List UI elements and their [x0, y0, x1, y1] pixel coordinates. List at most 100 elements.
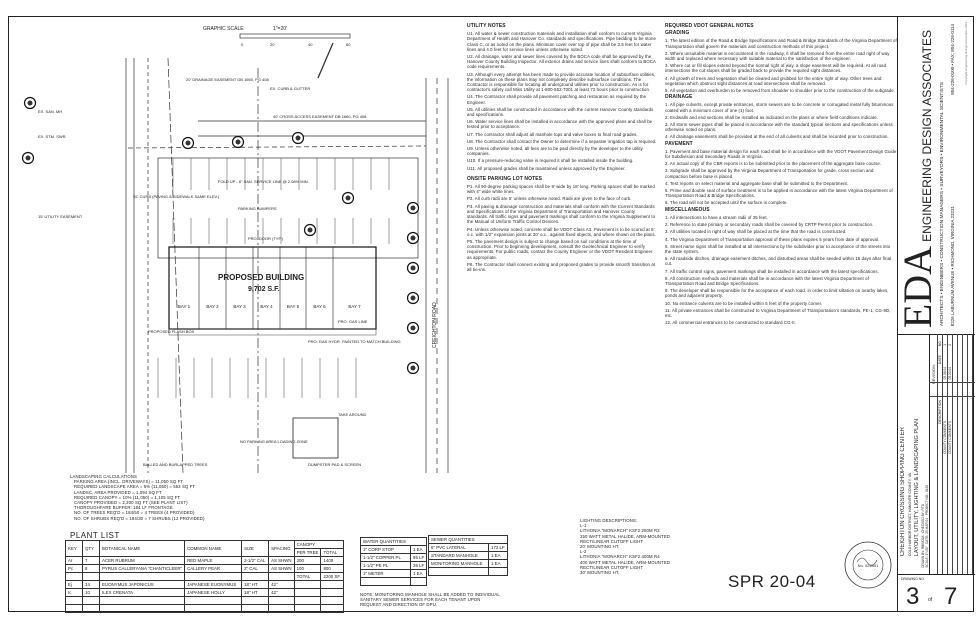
landscape-calculations: LANDSCAPING CALCULATIONS PARKING AREA (I… — [70, 474, 270, 521]
scale-bar — [239, 33, 351, 39]
plant-cell: CALLERY PEAR — [184, 564, 243, 573]
plant-cell: Pc — [65, 564, 83, 573]
drawing-number-box: DRAWING NO. 3 of 7 — [898, 574, 975, 613]
revision-cell: 1 — [943, 344, 947, 346]
vdot-note: 8. All construction methods and material… — [665, 275, 869, 286]
plan-callout: PARKING BUMPERS — [238, 206, 277, 211]
vdot-notes-title: REQUIRED VDOT GENERAL NOTES — [665, 23, 754, 29]
plan-callout: FOLD UP - 6" SAN. SERVICE LINE @ 2.08% M… — [218, 179, 309, 184]
firm-services: ARCHITECTS • ENGINEERS • CONSTRUCTION MA… — [940, 81, 945, 326]
quantity-cell: 1-1/2" PE PL — [360, 561, 411, 570]
firm-name: ENGINEERING DESIGN ASSOCIATES — [920, 30, 934, 242]
quantity-cell: 1" CORP STOP — [360, 545, 411, 554]
quantities-title: WATER QUANTITIES — [359, 537, 428, 546]
vdot-note: 12. All commercial entrances to be const… — [665, 320, 796, 326]
plan-callout: PRO. DOOR (TYP.) — [248, 236, 284, 241]
revision-row-line — [952, 334, 953, 574]
landscape-calc-line: LANDSC. AREA PROVIDED = 1,094 SQ FT — [74, 489, 162, 495]
plant-cell: 7 — [82, 556, 100, 565]
plan-callout: PRO. GAS HYDR. PAINTED TO MATCH BUILDING — [308, 339, 401, 344]
project-location: COLD HARBOR DISTRICT, HANOVER COUNTY, VA… — [908, 471, 912, 556]
plant-cell: Ic — [65, 588, 83, 597]
plan-callout: 40' CROSS ACCESS EASEMENT DB 1660, PG 40… — [273, 114, 367, 119]
bay-label: BAY 6 — [313, 304, 326, 309]
quantity-cell: MONITORING MANHOLE — [428, 559, 489, 568]
vdot-note: 4. All growth of trees and vegetation sh… — [665, 75, 882, 86]
vdot-note: 3. Where cut or fill slopes extend beyon… — [665, 63, 887, 74]
firm-block: EDA ENGINEERING DESIGN ASSOCIATES ARCHIT… — [898, 16, 975, 335]
plan-callout: 20' DRAINAGE EASEMENT DB 1660, PG 408 — [186, 77, 270, 82]
column-header: SPACING — [268, 540, 295, 557]
bay-label: BAY 3 — [233, 304, 246, 309]
plan-callout: PRO. GAS LINE — [338, 319, 368, 324]
vdot-note: 5. Street name signs shall be installed … — [665, 243, 891, 254]
vdot-note: 7. All traffic control signs, pavement m… — [665, 268, 879, 274]
revision-row-line — [967, 334, 968, 574]
tree-center — [345, 195, 351, 201]
revision-row-line — [957, 334, 958, 574]
lighting-line: 20' MOUNTING HT. — [580, 544, 620, 550]
firm-address: 8226 LABURNUM AVENUE • RICHMOND, VIRGINI… — [950, 205, 955, 326]
plant-cell — [320, 580, 345, 589]
vdot-note: 2. Endwalls and end sections shall be in… — [665, 114, 878, 120]
vdot-note: 4. The Virginia Department of Transporta… — [665, 236, 880, 242]
plant-cell: 1400 — [320, 556, 345, 565]
plant-cell: 18" HT — [241, 580, 270, 589]
parking-note: P3. All paving & drainage construction a… — [467, 203, 656, 225]
plant-cell — [268, 572, 295, 581]
plant-cell: 200 — [293, 556, 322, 565]
vdot-note: 9. The developer shall be responsible fo… — [665, 288, 889, 299]
vdot-section-heading: DRAINAGE — [665, 94, 693, 101]
plant-cell: JAPANESE EUONYMUS — [184, 580, 243, 589]
tree-center — [410, 205, 416, 211]
quantity-cell: 1 EA — [488, 551, 508, 560]
utility-note: U4. The Contractor shall provide all pav… — [467, 94, 647, 105]
empty-row — [428, 567, 508, 576]
plant-cell: 2-1/2" CAL — [241, 556, 270, 565]
quantity-cell: 172 LF — [488, 543, 508, 552]
building-title: PROPOSED BUILDING — [218, 273, 304, 282]
revision-row-line — [937, 334, 938, 574]
column-header: KEY — [65, 540, 83, 557]
vdot-note: 1. Pavement and base material design for… — [665, 148, 897, 160]
plan-callout: EX. CURB & GUTTER — [270, 86, 310, 91]
revision-header: REVISION: — [931, 363, 936, 384]
firm-name-1: ENGINEERING — [920, 157, 934, 242]
utility-note: U1. All water & sewer construction mater… — [467, 31, 656, 52]
revision-row-line — [972, 334, 973, 574]
building-area: 9,702 S.F. — [248, 286, 280, 293]
vdot-note: 5. All vegetation and overburden to be r… — [665, 88, 896, 94]
bay-label: BAY 7 — [348, 304, 361, 309]
revision-cell: COUNTY COMMENTS — [943, 421, 947, 454]
tree-center — [27, 100, 33, 106]
tree-center — [410, 325, 416, 331]
quantities-note: NOTE: MONITORING MANHOLE SHALL BE ADDED … — [360, 592, 500, 608]
plant-cell: 42" — [268, 580, 295, 589]
bay-label: BAY 4 — [260, 304, 273, 309]
plan-callout: BALLED AND BURLAPPED TREES — [143, 462, 208, 467]
plant-cell: RED MAPLE — [184, 556, 243, 565]
revision-cell: 05.06.04 — [943, 366, 947, 379]
firm-name-2: DESIGN ASSOCIATES — [920, 30, 934, 155]
scale-tick: 0 — [241, 42, 244, 47]
plant-cell: AS SHWN — [268, 556, 295, 565]
bay-label: BAY 1 — [178, 304, 191, 309]
vdot-note: 1. All intersections to have a stream ra… — [665, 214, 768, 220]
plant-cell: ILEX CRENATA — [98, 588, 186, 597]
plan-callout: DUMPSTER PAD & SCREEN — [308, 462, 361, 467]
plant-cell — [65, 572, 83, 581]
tree-center — [410, 295, 416, 301]
plant-cell: ACER RUBRUM — [98, 556, 186, 565]
lighting-line: 400 WATT METAL HALIDE, ARM-MOUNTED — [580, 559, 670, 565]
column-header: QTY — [82, 540, 100, 557]
tree-center — [307, 227, 313, 233]
empty-row — [360, 577, 428, 586]
parking-note: P2. All curb radii are 5' unless otherwi… — [467, 196, 632, 202]
